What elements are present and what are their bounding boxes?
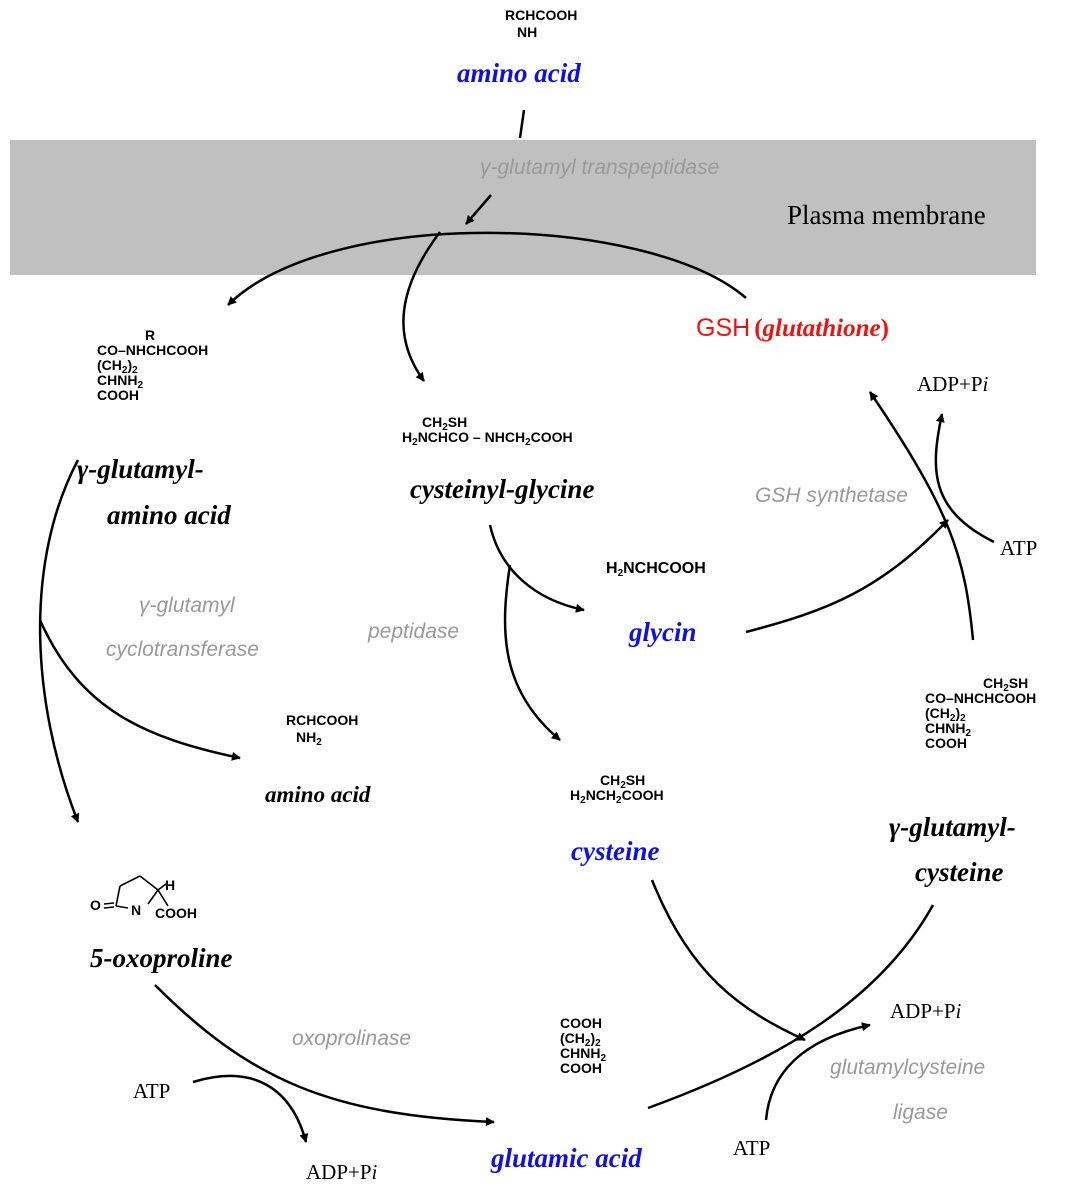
enzyme-cyclotransferase-2: cyclotransferase bbox=[106, 638, 259, 661]
arrow-atp-synthetase bbox=[934, 413, 995, 544]
node-cysteinyl-glycine: cysteinyl-glycine bbox=[410, 474, 595, 504]
cofactor-adp-pi-synthetase: ADP+Pi bbox=[917, 372, 988, 397]
cofactor-adp-pi-oxoprolinase: ADP+Pi bbox=[306, 1160, 377, 1185]
formula-oxoproline-o: O bbox=[90, 897, 101, 913]
cofactor-adp-pi-ligase: ADP+Pi bbox=[890, 999, 961, 1024]
plasma-membrane bbox=[10, 140, 1036, 275]
formula-line: H2NCH2COOH bbox=[570, 787, 664, 806]
node-amino-acid-top: amino acid bbox=[457, 58, 581, 88]
arrow-to-amino-acid bbox=[38, 619, 241, 761]
formula-line: CH2SH bbox=[422, 414, 468, 433]
arrow-gsh-to-gglu-aa bbox=[227, 231, 747, 306]
cofactor-atp-oxoprolinase: ATP bbox=[133, 1079, 171, 1103]
enzyme-peptidase: peptidase bbox=[368, 620, 460, 643]
formula-line: COOH bbox=[97, 387, 139, 403]
arrow-glu-to-gglucys bbox=[647, 904, 935, 1110]
formula-line: CHNH2 bbox=[97, 372, 144, 391]
oxoproline-ring bbox=[103, 875, 169, 909]
formula-line: COOH bbox=[560, 1015, 602, 1031]
enzyme-glutamylcysteine-ligase-1: glutamylcysteine bbox=[830, 1056, 986, 1079]
gsh-open-paren: ( bbox=[754, 315, 763, 342]
gsh-close-paren: ) bbox=[880, 315, 889, 342]
gsh-name: glutathione bbox=[762, 315, 881, 342]
enzyme-gsh-synthetase: GSH synthetase bbox=[755, 484, 908, 507]
node-gamma-glutamyl-cysteine-2: cysteine bbox=[915, 857, 1004, 887]
formula-line: (CH2)2 bbox=[925, 705, 966, 724]
formula-line: RCHCOOH bbox=[286, 712, 359, 728]
formula-gamma-glutamyl-amino-acid: R CO–NHCHCOOH (CH2)2 CHNH2 COOH bbox=[97, 328, 208, 403]
formula-glycine: H2NCHCOOH bbox=[606, 560, 706, 579]
arrow-to-cysgly bbox=[402, 231, 441, 382]
arrow-oxopro-to-glu bbox=[154, 984, 495, 1127]
formula-oxoproline-cooh: COOH bbox=[155, 905, 197, 921]
formula-line: NH2 bbox=[296, 729, 322, 748]
pi-italic: i bbox=[955, 999, 962, 1023]
node-amino-acid-mid: amino acid bbox=[265, 782, 371, 807]
node-cysteine: cysteine bbox=[571, 836, 660, 866]
cofactor-atp-ligase: ATP bbox=[733, 1136, 771, 1160]
formula-line: CO–NHCHCOOH bbox=[97, 342, 209, 358]
membrane-label: Plasma membrane bbox=[787, 200, 986, 230]
arrow-cysteine-to-ligase bbox=[650, 879, 806, 1042]
arrow-aa-in-upper bbox=[518, 109, 526, 139]
node-gamma-glutamyl-cysteine-1: γ-glutamyl- bbox=[889, 812, 1016, 842]
arrow-glycin-to-synthetase bbox=[745, 519, 949, 634]
arrow-aa-in-lower bbox=[465, 194, 492, 225]
formula-gamma-glutamyl-cysteine: CH2SH CO–NHCHCOOH (CH2)2 CHNH2 COOH bbox=[925, 676, 1036, 751]
formula-line: (CH2)2 bbox=[560, 1030, 601, 1049]
adp-pi-text: ADP+P bbox=[306, 1160, 372, 1184]
node-gamma-glutamyl-amino-acid-2: amino acid bbox=[107, 500, 231, 530]
formula-r: R bbox=[145, 327, 156, 343]
adp-pi-text: ADP+P bbox=[917, 372, 983, 396]
arrow-gglucys-to-gsh bbox=[868, 391, 975, 641]
formula-line: CH2SH bbox=[600, 772, 646, 791]
arrow-to-oxoproline bbox=[38, 459, 80, 823]
formula-line: (CH2)2 bbox=[97, 357, 138, 376]
gsh-abbr: GSH bbox=[696, 314, 751, 342]
formula-line: H2NCHCO – NHCH2COOH bbox=[402, 429, 573, 448]
arrow-to-glycin bbox=[488, 524, 585, 613]
node-oxoproline: 5-oxoproline bbox=[90, 943, 233, 973]
enzyme-glutamylcysteine-ligase-2: ligase bbox=[893, 1101, 948, 1124]
node-glycin: glycin bbox=[629, 617, 697, 647]
enzyme-gamma-glutamyl-transpeptidase: γ-glutamyl transpeptidase bbox=[480, 156, 720, 179]
formula-amino-acid-top: RCHCOOH NH bbox=[505, 8, 577, 40]
formula-line: CH2SH bbox=[983, 675, 1029, 694]
arrow-atp-ligase bbox=[764, 1022, 871, 1121]
formula-amino-acid-mid: RCHCOOH NH2 bbox=[286, 712, 359, 748]
formula-line: CHNH2 bbox=[925, 720, 972, 739]
formula-line: RCHCOOH bbox=[505, 7, 578, 23]
adp-pi-text: ADP+P bbox=[890, 999, 956, 1023]
node-glutamic-acid: glutamic acid bbox=[491, 1143, 642, 1173]
enzyme-oxoprolinase: oxoprolinase bbox=[292, 1027, 412, 1050]
pi-italic: i bbox=[371, 1160, 378, 1184]
formula-line: COOH bbox=[560, 1060, 602, 1076]
formula-cysteine: CH2SH H2NCH2COOH bbox=[570, 772, 664, 806]
enzyme-cyclotransferase-1: γ-glutamyl bbox=[139, 594, 235, 617]
formula-line: CHNH2 bbox=[560, 1045, 607, 1064]
formula-line: COOH bbox=[925, 735, 967, 751]
formula-oxoproline-n: N bbox=[131, 902, 142, 918]
formula-oxoproline-h: H bbox=[165, 877, 176, 893]
node-gamma-glutamyl-amino-acid-1: γ-glutamyl- bbox=[77, 454, 204, 484]
formula-line: NH bbox=[517, 24, 538, 40]
pi-italic: i bbox=[982, 372, 989, 396]
node-gsh: GSH (glutathione) bbox=[696, 314, 889, 343]
formula-line: CO–NHCHCOOH bbox=[925, 690, 1037, 706]
cofactor-atp-synthetase: ATP bbox=[1000, 536, 1038, 560]
formula-glutamic-acid: COOH (CH2)2 CHNH2 COOH bbox=[560, 1016, 606, 1076]
formula-cysteinyl-glycine: CH2SH H2NCHCO – NHCH2COOH bbox=[402, 414, 573, 448]
arrow-to-cysteine bbox=[503, 564, 561, 741]
arrow-atp-oxoprolinase bbox=[192, 1074, 309, 1143]
